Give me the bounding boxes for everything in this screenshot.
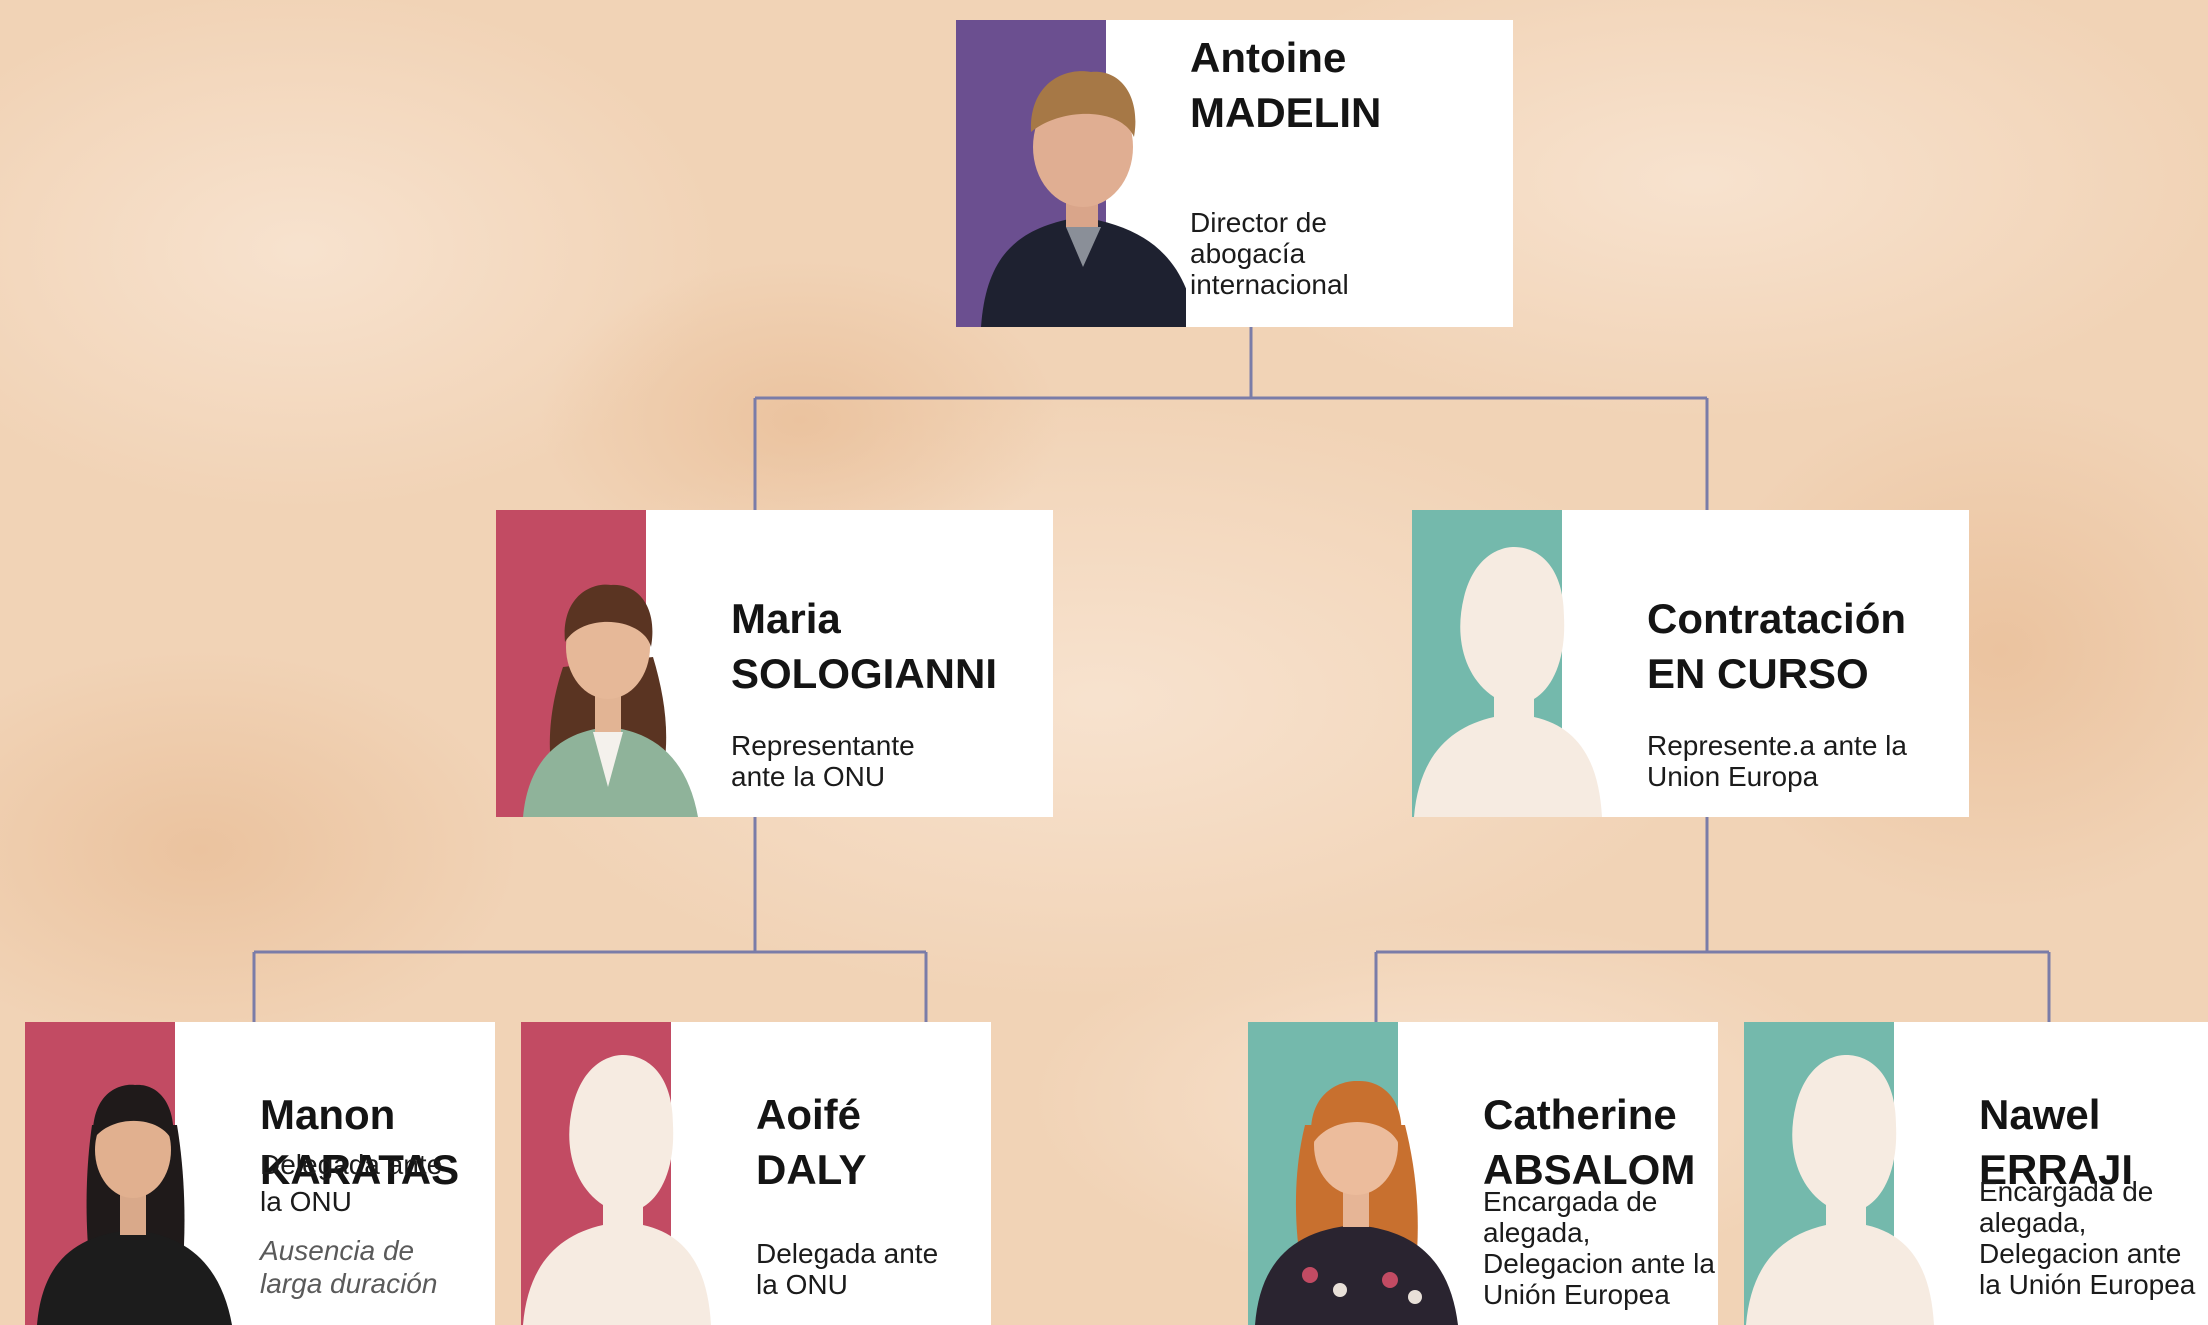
connector-onu-team	[252, 816, 928, 1022]
manager-role: Represente.a ante la Union Europa	[1647, 730, 1907, 792]
person-photo-icon	[25, 1022, 232, 1325]
manager-role: Representante ante la ONU	[731, 730, 915, 792]
staff-role: Delegada ante la ONU	[260, 1149, 443, 1217]
silhouette-placeholder-icon	[521, 1022, 711, 1325]
person-photo-icon	[1248, 1022, 1458, 1325]
connector-eu-team	[1374, 816, 2051, 1022]
person-photo-icon	[496, 510, 698, 817]
staff-role: Delegada ante la ONU	[756, 1238, 939, 1300]
staff-status-note: Ausencia de larga duración	[260, 1235, 438, 1299]
director-role: Director de abogacía internacional	[1190, 207, 1349, 300]
silhouette-placeholder-icon	[1744, 1022, 1934, 1325]
staff-role: Encargada de alegada, Delegacion ante la…	[1483, 1186, 1715, 1310]
silhouette-placeholder-icon	[1412, 510, 1602, 817]
connector-director-to-managers	[753, 327, 1709, 510]
person-photo-icon	[956, 20, 1186, 327]
staff-role: Encargada de alegada, Delegacion ante la…	[1979, 1176, 2196, 1300]
